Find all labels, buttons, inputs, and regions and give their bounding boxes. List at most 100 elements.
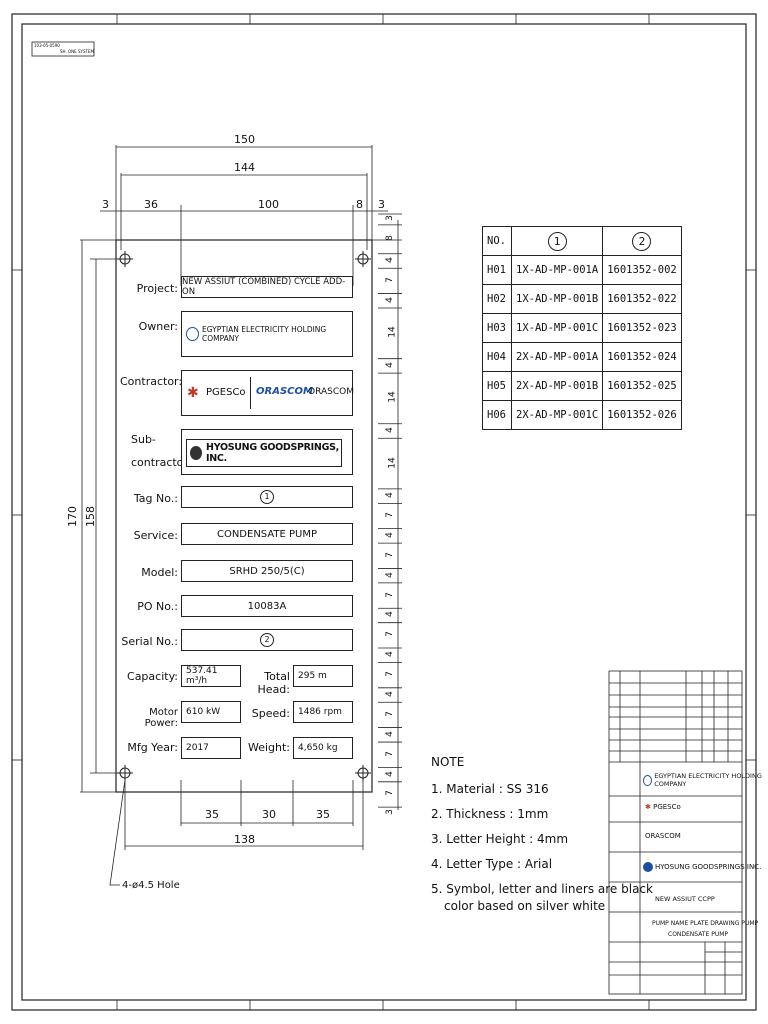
weight-value: 4,650 kg [298,743,338,753]
subcontractor-field: HYOSUNG GOODSPRINGS, INC. [181,429,353,475]
stamp-line-2: SH. ONE SYSTEM [60,49,94,54]
table-header-no: NO. [482,226,512,256]
revision-stamp: 103-05-0590 SH. ONE SYSTEM [34,43,94,55]
table-header-col1: 1 [547,231,567,251]
tag-label: Tag No.: [133,492,178,505]
service-value: CONDENSATE PUMP [216,528,318,540]
note-item-4: 4. Letter Type : Arial [431,857,553,871]
service-label: Service: [133,529,178,542]
tag-value: 1 [260,490,274,504]
table-cell: 1601352-002 [602,255,682,285]
table-cell: 1601352-024 [602,342,682,372]
tb-contractor: ORASCOM [645,832,681,840]
table-cell: 1601352-022 [602,284,682,314]
motor-power-field: 610 kW [181,701,241,723]
tb-drawing-title-2: CONDENSATE PUMP [668,931,729,938]
model-value: SRHD 250/5(C) [229,565,305,577]
contractor-pgesco: PGESCo [206,387,246,398]
project-value: NEW ASSIUT (COMBINED) CYCLE ADD-ON [182,277,346,297]
table-cell: H02 [482,284,512,314]
model-label: Model: [141,566,178,579]
weight-label: Weight: [247,741,290,754]
table-header-col2-cell: 2 [602,226,682,256]
tb-subcontractor: HYOSUNG GOODSPRINGS INC. [643,862,761,872]
motor-power-value: 610 kW [186,707,221,717]
tb-owner-logo-icon [643,774,653,786]
dim-field-width: 100 [258,198,279,211]
hyosung-logo-icon [190,446,203,460]
capacity-label: Capacity: [127,670,178,683]
tb-drawing-title-1: PUMP NAME PLATE DRAWING PUMP [652,920,759,927]
total-head-value: 295 m [298,671,327,681]
dim-margin-left: 3 [102,198,109,211]
note-item-2: 2. Thickness : 1mm [431,807,549,821]
tb-contractor-text: ORASCOM [645,832,681,840]
dim-inner-width: 144 [234,161,255,174]
table-header-col2: 2 [632,231,652,251]
project-label: Project: [136,282,178,295]
note-item-3: 3. Letter Height : 4mm [431,832,569,846]
capacity-field: 537.41 m³/h [181,665,241,687]
dim-bottom-b: 30 [262,808,276,821]
weight-field: 4,650 kg [293,737,353,759]
table-cell: 1601352-025 [602,371,682,401]
table-cell: H03 [482,313,512,343]
contractor-label: Contractor: [120,375,183,388]
po-label: PO No.: [137,600,178,613]
serial-field: 2 [181,629,353,651]
hyosung-logo: HYOSUNG GOODSPRINGS, INC. [186,439,342,467]
tb-owner: EGYPTIAN ELECTRICITY HOLDING COMPANY [643,772,768,788]
tb-owner-text: EGYPTIAN ELECTRICITY HOLDING COMPANY [654,772,762,788]
speed-field: 1486 rpm [293,701,353,723]
model-field: SRHD 250/5(C) [181,560,353,582]
capacity-value: 537.41 m³/h [186,666,218,686]
note-item-1: 1. Material : SS 316 [431,782,549,796]
serial-value: 2 [260,633,274,647]
owner-value: EGYPTIAN ELECTRICITY HOLDING COMPANY [202,325,327,343]
dim-bottom-c: 35 [316,808,330,821]
tb-project: NEW ASSIUT CCPP [655,895,715,903]
contractor-divider [250,377,251,409]
dim-bottom-a: 35 [205,808,219,821]
table-cell: 1601352-026 [602,400,682,430]
tb-pgesco-icon: ✱ [645,803,651,811]
table-cell: 2X-AD-MP-001C [510,400,604,430]
pgesco-logo-icon: ✱ [187,385,199,401]
total-head-label: Total Head: [257,670,290,696]
subcontractor-value: HYOSUNG GOODSPRINGS, INC. [206,442,339,464]
owner-field: EGYPTIAN ELECTRICITY HOLDING COMPANY [181,311,353,357]
table-header-row: NO. 1 2 [482,226,682,256]
notes-title: NOTE [431,755,465,769]
service-field: CONDENSATE PUMP [181,523,353,545]
dim-label-width: 36 [144,198,158,211]
contractor-field: ✱ PGESCo ORASCOM ORASCOM [181,370,354,416]
subcontractor-label-1: Sub- [131,433,156,446]
tb-engineer-text: PGESCo [653,803,681,811]
stamp-line-1: 103-05-0590 [34,43,60,48]
note-item-5-cont: color based on silver white [444,899,606,913]
table-cell: H05 [482,371,512,401]
orascom-logo: ORASCOM [256,386,313,397]
mfg-year-field: 2017 [181,737,241,759]
hole-note: 4-ø4.5 Hole [122,880,180,891]
dim-right-gap: 8 [356,198,363,211]
serial-label: Serial No.: [121,635,178,648]
table-cell: 1X-AD-MP-001C [510,313,604,343]
mfg-year-label: Mfg Year: [127,741,178,754]
speed-value: 1486 rpm [298,707,342,717]
total-head-field: 295 m [293,665,353,687]
table-cell: 1X-AD-MP-001B [510,284,604,314]
dim-bottom-span: 138 [234,833,255,846]
table-cell: 2X-AD-MP-001B [510,371,604,401]
po-value: 10083A [247,600,287,612]
owner-logo-icon [186,327,199,341]
contractor-orascom: ORASCOM [308,387,354,397]
